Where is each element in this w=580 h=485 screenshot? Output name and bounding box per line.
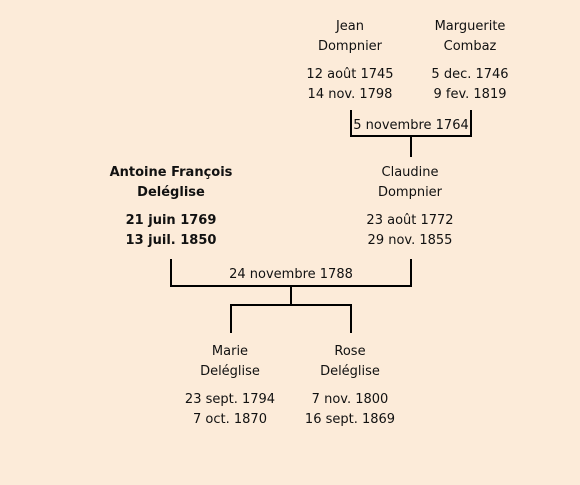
person-birth-date: 7 nov. 1800 xyxy=(311,392,389,407)
person-last-name: Deléglise xyxy=(137,185,205,200)
person-last-name: Dompnier xyxy=(317,39,383,54)
person-last-name: Combaz xyxy=(443,39,497,54)
person-death-date: 9 fev. 1819 xyxy=(433,87,507,102)
person-last-name: Dompnier xyxy=(377,185,443,200)
person-jean-dompnier: Jean Dompnier 12 août 1745 14 nov. 1798 xyxy=(275,17,425,105)
person-death-date: 16 sept. 1869 xyxy=(304,412,396,427)
person-first-name: Marie xyxy=(211,344,249,359)
person-birth-date: 23 août 1772 xyxy=(366,213,454,228)
person-birth-date: 23 sept. 1794 xyxy=(184,392,276,407)
person-rose-deleglise: Rose Deléglise 7 nov. 1800 16 sept. 1869 xyxy=(275,342,425,430)
person-marie-deleglise: Marie Deléglise 23 sept. 1794 7 oct. 187… xyxy=(155,342,305,430)
person-death-date: 7 oct. 1870 xyxy=(193,412,267,427)
person-birth-date: 12 août 1745 xyxy=(306,67,394,82)
marriage-date-jean-marguerite: 5 novembre 1764 xyxy=(353,118,469,133)
person-marguerite-combaz: Marguerite Combaz 5 dec. 1746 9 fev. 181… xyxy=(395,17,545,105)
person-last-name: Deléglise xyxy=(320,364,380,379)
marriage-date-antoine-claudine: 24 novembre 1788 xyxy=(229,267,353,282)
person-death-date: 14 nov. 1798 xyxy=(307,87,393,102)
person-birth-date: 5 dec. 1746 xyxy=(431,67,509,82)
person-first-name: Antoine François xyxy=(109,165,233,180)
children-bracket xyxy=(230,304,352,333)
person-first-name: Claudine xyxy=(381,165,439,180)
person-birth-date: 21 juin 1769 xyxy=(125,213,217,228)
person-death-date: 13 juil. 1850 xyxy=(125,233,217,248)
person-claudine-dompnier: Claudine Dompnier 23 août 1772 29 nov. 1… xyxy=(335,163,485,251)
person-first-name: Rose xyxy=(334,344,366,359)
person-last-name: Deléglise xyxy=(200,364,260,379)
person-first-name: Marguerite xyxy=(434,19,506,34)
person-antoine-francois-deleglise: Antoine François Deléglise 21 juin 1769 … xyxy=(96,163,246,251)
person-first-name: Jean xyxy=(335,19,365,34)
person-death-date: 29 nov. 1855 xyxy=(367,233,453,248)
